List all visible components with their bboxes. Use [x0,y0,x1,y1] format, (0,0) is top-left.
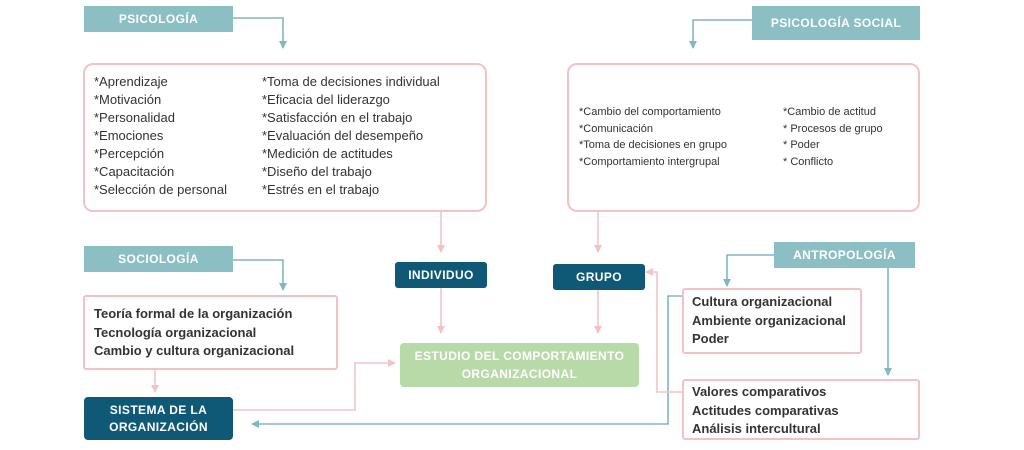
list-item: Tecnología organizacional [94,324,257,340]
psicologia-social-header: PSICOLOGÍA SOCIAL [752,6,920,40]
list-item: *Capacitación [94,164,175,179]
list-item: *Cambio de actitud [783,106,876,118]
psicologia-list-left: *Aprendizaje *Motivación *Personalidad *… [94,73,227,199]
sociologia-box [83,295,338,370]
arrow-cultura-to-sistema [251,295,682,428]
antropologia-list-2: Valores comparativos Actitudes comparati… [692,383,839,439]
list-item: Valores comparativos [692,384,827,399]
list-item: *Evaluación del desempeño [262,128,424,143]
list-item: Actitudes comparativas [692,402,839,418]
arrow-psicologia-social-to-box [689,19,752,49]
estudio-line-1: ESTUDIO DEL COMPORTAMIENTO [414,349,625,363]
list-item: *Personalidad [94,110,175,125]
estudio-comportamiento-box: ESTUDIO DEL COMPORTAMIENTO ORGANIZACIONA… [400,343,639,387]
antropologia-header: ANTROPOLOGÍA [774,242,915,268]
list-item: Ambiente organizacional [692,312,846,328]
psicologia-social-list-right: *Cambio de actitud * Procesos de grupo *… [783,104,883,170]
list-item: *Toma de decisiones en grupo [579,139,727,151]
estudio-line-2: ORGANIZACIONAL [461,367,578,381]
psicologia-box [83,63,487,212]
list-item: *Satisfacción en el trabajo [262,110,413,125]
list-item: *Aprendizaje [94,74,168,89]
sistema-organizacion-box: SISTEMA DE LA ORGANIZACIÓN [84,397,233,440]
sociologia-list: Teoría formal de la organización Tecnolo… [94,305,294,361]
psicologia-social-list-left: *Cambio del comportamiento *Comunicación… [579,104,727,170]
list-item: *Selección de personal [94,182,227,197]
list-item: * Conflicto [783,155,834,168]
list-item: Cultura organizacional [692,294,833,309]
list-item: *Emociones [94,128,164,143]
arrow-psicologia-to-box [233,17,287,49]
arrow-antropologia-to-cultura [723,254,774,287]
list-item: *Toma de decisiones individual [262,74,440,89]
list-item: Cambio y cultura organizacional [94,343,295,358]
list-item: Poder [692,331,729,346]
grupo-box: GRUPO [553,264,645,290]
list-item: *Estrés en el trabajo [262,182,380,197]
psicologia-social-box [567,63,920,212]
list-item: * Procesos de grupo [783,122,883,135]
list-item: *Medición de actitudes [262,146,393,161]
sociologia-header: SOCIOLOGÍA [84,246,233,272]
list-item: *Diseño del trabajo [262,164,372,179]
antropologia-cultura-box [682,288,862,354]
arrow-sistema-to-estudio [233,359,396,411]
antropologia-valores-box [682,379,920,440]
list-item: *Comportamiento intergrupal [579,155,720,168]
psicologia-header: PSICOLOGÍA [84,6,233,32]
psicologia-list-right: *Toma de decisiones individual *Eficacia… [262,73,440,199]
list-item: *Comunicación [579,122,653,135]
list-item: *Cambio del comportamiento [579,106,721,118]
list-item: *Eficacia del liderazgo [262,92,390,107]
sistema-line-2: ORGANIZACIÓN [109,419,208,434]
list-item: * Poder [783,139,820,151]
list-item: Análisis intercultural [692,421,821,436]
sistema-line-1: SISTEMA DE LA [109,402,208,417]
antropologia-list-1: Cultura organizacional Ambiente organiza… [692,293,846,349]
list-item: *Percepción [94,146,165,161]
list-item: *Motivación [94,92,162,107]
arrow-valores-to-grupo [645,268,682,393]
individuo-box: INDIVIDUO [395,262,487,288]
arrow-sociologia-to-box [233,259,287,291]
list-item: Teoría formal de la organización [94,306,293,321]
